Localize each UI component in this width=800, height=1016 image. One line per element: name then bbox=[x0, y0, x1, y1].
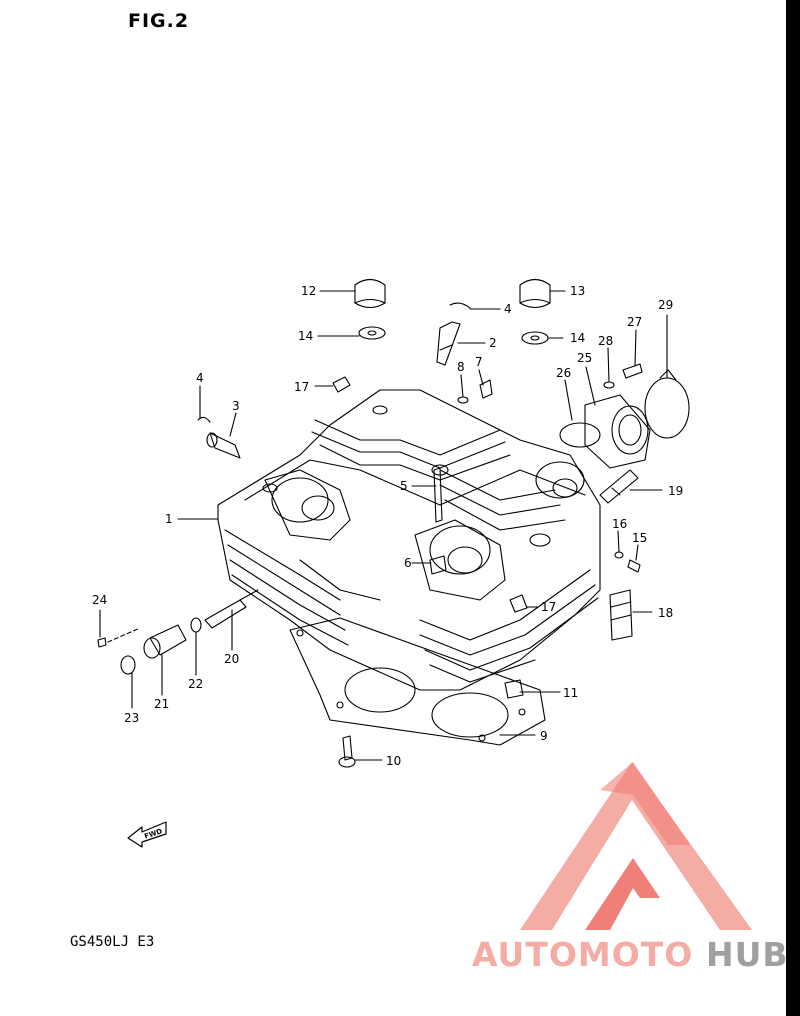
callout-8: 8 bbox=[457, 360, 465, 374]
callout-6: 6 bbox=[404, 556, 412, 570]
callout-18: 18 bbox=[658, 606, 673, 620]
clip-4-left bbox=[197, 416, 211, 423]
callout-2: 2 bbox=[489, 336, 497, 350]
callout-22: 22 bbox=[188, 677, 203, 691]
callout-1: 1 bbox=[165, 512, 173, 526]
tach-cable-20 bbox=[204, 589, 259, 629]
automotohub-logo: AUTOMOTO HUB bbox=[472, 762, 789, 974]
dowel-3 bbox=[206, 432, 241, 459]
callout-23: 23 bbox=[124, 711, 139, 725]
plug-23 bbox=[120, 655, 136, 675]
stud-bolt-2 bbox=[436, 321, 461, 366]
washer-14-left bbox=[358, 326, 386, 340]
washer-8 bbox=[457, 396, 469, 404]
callout-13: 13 bbox=[570, 284, 585, 298]
callout-5: 5 bbox=[400, 479, 408, 493]
cap-nut-12 bbox=[354, 278, 386, 309]
callout-4-left: 4 bbox=[196, 371, 204, 385]
callout-20: 20 bbox=[224, 652, 239, 666]
dowel-11 bbox=[504, 679, 524, 699]
callout-25: 25 bbox=[577, 351, 592, 365]
callout-3: 3 bbox=[232, 399, 240, 413]
cylinder-head-drawing bbox=[217, 389, 601, 691]
bolt-5 bbox=[433, 467, 443, 523]
bolt-10 bbox=[338, 735, 356, 768]
callout-17-lower: 17 bbox=[541, 600, 556, 614]
callout-28: 28 bbox=[598, 334, 613, 348]
callout-16: 16 bbox=[612, 517, 627, 531]
callout-27: 27 bbox=[627, 315, 642, 329]
clip-4-top bbox=[449, 302, 471, 309]
callout-7: 7 bbox=[475, 355, 483, 369]
callout-14-left: 14 bbox=[298, 329, 313, 343]
callout-26: 26 bbox=[556, 366, 571, 380]
head-gasket bbox=[289, 617, 546, 746]
callout-9: 9 bbox=[540, 729, 548, 743]
bolt-6 bbox=[429, 555, 447, 575]
fwd-arrow-icon: FWD bbox=[127, 821, 167, 848]
callout-19: 19 bbox=[668, 484, 683, 498]
callout-10: 10 bbox=[386, 754, 401, 768]
plug-17-upper bbox=[332, 376, 351, 393]
cap-nut-13 bbox=[519, 278, 551, 309]
logo-text-hub: HUB bbox=[706, 935, 789, 974]
washer-28 bbox=[603, 381, 615, 389]
callout-14-right: 14 bbox=[570, 331, 585, 345]
callout-labels: 12 13 14 14 4 2 17 4 3 8 7 5 6 1 17 11 9… bbox=[92, 284, 683, 768]
housing-21 bbox=[143, 624, 187, 659]
hose-clamp-29 bbox=[644, 369, 690, 439]
washer-16 bbox=[614, 551, 624, 559]
callout-12: 12 bbox=[301, 284, 316, 298]
callout-17-upper: 17 bbox=[294, 380, 309, 394]
screw-15 bbox=[627, 559, 641, 573]
callout-29: 29 bbox=[658, 298, 673, 312]
callout-11: 11 bbox=[563, 686, 578, 700]
logo-text-automoto: AUTOMOTO bbox=[472, 935, 693, 974]
right-edge-bar bbox=[786, 0, 800, 1016]
washer-14-right bbox=[521, 331, 549, 345]
plug-17-lower bbox=[509, 594, 528, 613]
callout-15: 15 bbox=[632, 531, 647, 545]
callout-4-top: 4 bbox=[504, 302, 512, 316]
screw-27 bbox=[622, 363, 643, 379]
leader-lines bbox=[99, 290, 668, 761]
callout-24: 24 bbox=[92, 593, 107, 607]
callout-21: 21 bbox=[154, 697, 169, 711]
oring-22 bbox=[190, 617, 202, 633]
model-code: GS450LJ E3 bbox=[70, 934, 155, 950]
figure-title: FIG.2 bbox=[128, 10, 190, 32]
bolt-7 bbox=[479, 379, 493, 399]
block-18 bbox=[609, 589, 633, 641]
intake-pipe bbox=[559, 394, 651, 469]
spark-plug-19 bbox=[599, 469, 639, 504]
screw-24 bbox=[97, 637, 107, 648]
